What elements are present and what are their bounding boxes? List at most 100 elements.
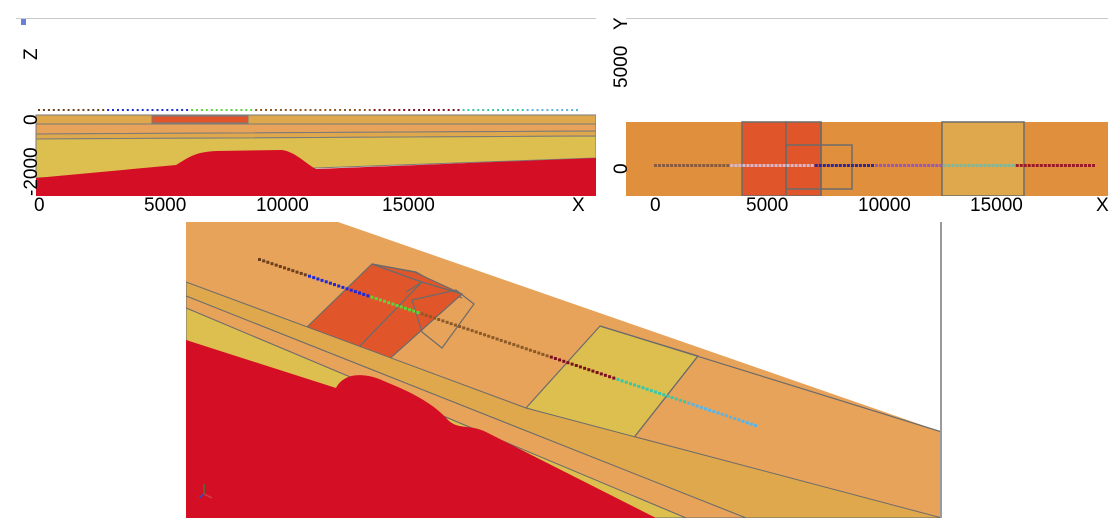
well-dot [161,109,164,111]
well-dot [441,319,445,323]
well-dot [641,386,645,390]
well-dot [270,109,272,111]
well-dot [453,323,457,327]
well-dot [433,316,437,320]
well-dot [97,109,100,111]
well-dot [200,109,203,111]
well-dot [186,109,189,111]
well-dot [1007,164,1011,167]
well-dot [47,109,50,111]
layer-top-dark-block [151,115,249,124]
well-dot [107,109,110,111]
well-dot [262,259,266,263]
well-dot [686,164,690,167]
well-dot [734,164,738,167]
well-dot [427,109,430,111]
side-y-tick-0: 0 [21,114,42,125]
well-dot [416,311,420,314]
well-dot [265,109,267,111]
top-y-axis-label: Y [611,17,632,30]
well-dot [729,415,732,419]
well-dot [181,109,184,111]
well-dot [670,164,674,167]
well-dot [462,109,465,111]
well-dot [363,109,366,111]
well-dot [724,414,728,418]
well-dot [566,361,570,365]
top-view-canvas[interactable] [626,18,1108,196]
well-dot [549,355,553,359]
well-dot [235,109,238,111]
well-dot [403,109,406,111]
well-dot [309,109,312,111]
well-dot [670,396,674,400]
well-dot [737,418,741,422]
perspective-view-canvas[interactable] [186,222,942,518]
well-dot [337,284,341,288]
well-dot [923,164,927,167]
well-dot [303,273,307,277]
well-dot [662,164,665,167]
well-dot [741,419,745,423]
side-view-canvas[interactable] [16,18,596,196]
well-dot [295,270,299,274]
perspective-view-panel[interactable] [186,222,942,518]
salt-body [36,150,596,196]
perspective-right-border [940,222,942,518]
well-dot [637,384,641,388]
well-dot [716,411,720,415]
well-dot [57,109,60,111]
well-dot [388,109,391,111]
well-dot [587,368,591,372]
well-dot [599,372,603,376]
well-dot [373,109,376,111]
well-dot [191,109,193,111]
well-dot [1015,164,1019,167]
well-dot [102,109,105,111]
well-dot [146,109,149,111]
well-dot [506,109,509,111]
well-dot [842,164,846,167]
well-dot [92,109,95,111]
well-dot [935,164,939,167]
well-dot [1071,164,1075,167]
well-dot [1079,164,1083,167]
well-dot [919,164,923,167]
well-dot [412,309,416,313]
well-dot [274,263,278,267]
top-view-base [626,122,1108,196]
well-dot [250,109,253,111]
well-dot [915,164,919,167]
well-dot [546,109,549,111]
well-dot [260,109,263,111]
well-dot [830,164,834,167]
well-dot [879,164,882,167]
well-dot [366,294,370,298]
well-dot [52,109,55,111]
side-x-axis-label: X [572,195,585,216]
well-dot [524,347,528,351]
well-dot [1051,164,1055,167]
perspective-well-trajectory [258,258,757,427]
top-view-panel[interactable] [626,18,1108,196]
xyz-axes-icon[interactable] [198,484,213,499]
well-dot [299,271,303,275]
well-dot [895,164,899,167]
well-dot [738,164,742,167]
well-dot [710,164,714,167]
well-dot [551,109,554,111]
well-dot [67,109,70,111]
well-dot [571,109,574,111]
well-dot [1055,164,1059,167]
well-dot [875,164,878,167]
well-dot [487,334,491,338]
side-view-panel[interactable] [16,18,596,196]
well-dot [566,109,569,111]
well-dot [341,285,345,289]
well-dot [528,348,532,352]
side-x-tick-5000: 5000 [144,195,187,216]
well-dot [708,408,712,412]
well-dot [556,109,559,111]
well-dot [834,164,838,167]
well-dot [245,109,248,111]
